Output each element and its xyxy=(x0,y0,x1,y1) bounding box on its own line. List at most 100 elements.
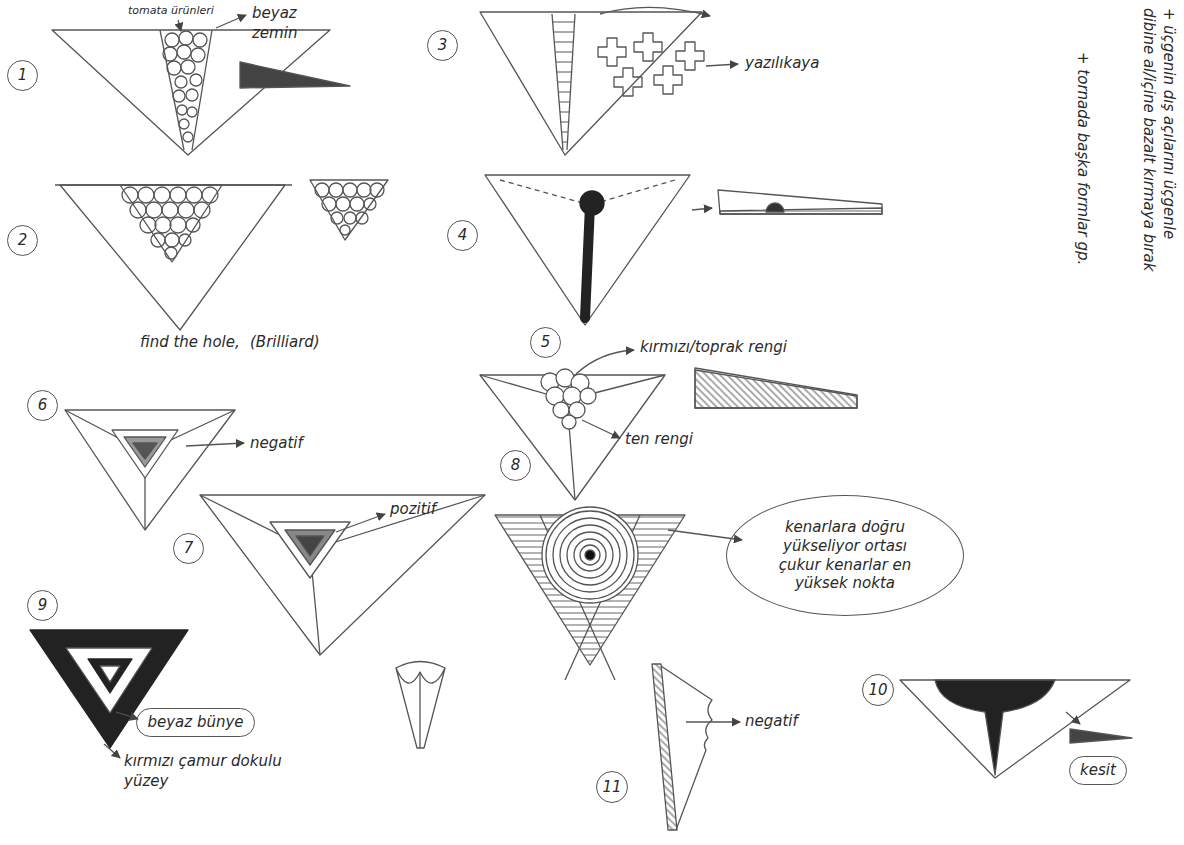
triangle-sketch-3-stroke xyxy=(706,64,738,66)
triangle-sketch-1-stroke xyxy=(178,20,181,31)
triangle-sketch-2-stroke xyxy=(162,202,178,218)
triangle-sketch-1 xyxy=(52,15,350,155)
callout-number: 5 xyxy=(530,327,561,358)
callout-number: 8 xyxy=(500,450,531,481)
triangle-sketch-5-stroke xyxy=(562,415,576,429)
triangle-sketch-2 xyxy=(55,180,388,330)
triangle-sketch-1-stroke xyxy=(187,107,197,117)
triangle-sketch-4 xyxy=(485,175,882,325)
triangle-sketch-1-stroke xyxy=(181,60,195,74)
triangle-sketch-3-stroke xyxy=(654,66,682,94)
triangle-sketch-2-stroke xyxy=(122,187,138,203)
triangle-sketch-9 xyxy=(30,630,188,758)
triangle-sketch-8-stroke xyxy=(574,539,606,571)
triangle-sketch-7 xyxy=(200,495,485,655)
triangle-sketch-8-stroke xyxy=(553,518,627,592)
triangle-sketch-2-stroke xyxy=(310,180,388,240)
triangle-sketch-6-stroke xyxy=(112,430,178,478)
callout-number: 2 xyxy=(7,225,38,256)
triangle-sketch-10-stroke xyxy=(1066,712,1080,724)
annotation: (Brilliard) xyxy=(250,333,320,353)
triangle-sketch-6-stroke xyxy=(133,443,157,459)
node-text: 5 xyxy=(541,333,551,352)
annotation: negatif xyxy=(250,434,303,454)
triangle-sketch-10-stroke xyxy=(1070,729,1132,743)
triangle-sketch-6-stroke xyxy=(186,443,244,446)
triangle-sketch-8-stroke xyxy=(585,550,595,560)
section-sketch-11 xyxy=(652,664,740,830)
node-text: 3 xyxy=(438,36,448,55)
triangle-sketch-1-stroke xyxy=(173,90,185,102)
triangle-sketch-2-stroke xyxy=(340,225,350,235)
triangle-sketch-9-stroke xyxy=(116,712,138,719)
node-text: beyaz bünye xyxy=(147,713,243,732)
node-text: 7 xyxy=(184,539,194,558)
callout-number: 6 xyxy=(27,390,58,421)
cup-sketch xyxy=(396,662,445,749)
annotation: kırmızı/toprak rengi xyxy=(640,338,787,358)
triangle-sketch-1-stroke xyxy=(165,33,179,47)
triangle-sketch-8 xyxy=(495,507,742,680)
triangle-sketch-2-stroke xyxy=(350,197,364,211)
node-text: 1 xyxy=(18,66,28,85)
triangle-sketch-6-stroke xyxy=(65,410,235,530)
triangle-sketch-10-stroke xyxy=(935,680,1055,775)
triangle-sketch-1-stroke xyxy=(177,105,187,115)
triangle-sketch-2-stroke xyxy=(165,247,177,259)
triangle-sketch-1-stroke xyxy=(191,48,205,62)
triangle-sketch-2-stroke xyxy=(146,202,162,218)
triangle-sketch-9-stroke xyxy=(66,648,152,713)
circled-note: beyaz bünye xyxy=(136,708,255,737)
triangle-sketch-2-stroke xyxy=(165,233,179,247)
triangle-sketch-2-stroke xyxy=(120,185,222,262)
triangle-sketch-3-stroke xyxy=(614,68,642,96)
node-text: 10 xyxy=(868,681,887,700)
annotation: kırmızı çamur dokulu yüzey xyxy=(124,752,289,791)
triangle-sketch-7-stroke xyxy=(285,530,335,565)
section-sketch-11-stroke xyxy=(652,664,677,830)
triangle-sketch-2-stroke xyxy=(60,185,285,330)
section-sketch-11-stroke xyxy=(661,666,712,830)
triangle-sketch-8-stroke xyxy=(546,511,634,599)
annotation: yazılıkaya xyxy=(745,54,819,74)
triangle-sketch-3-stroke xyxy=(598,38,626,66)
triangle-sketch-4-stroke xyxy=(485,175,690,325)
triangle-sketch-1-stroke xyxy=(163,47,177,61)
triangle-sketch-2-stroke xyxy=(140,217,156,233)
triangle-sketch-5-stroke xyxy=(695,370,857,408)
callout-number: 11 xyxy=(596,771,628,803)
triangle-sketch-5-stroke xyxy=(582,420,620,438)
triangle-sketch-2-stroke xyxy=(179,234,191,246)
triangle-sketch-1-stroke xyxy=(175,76,187,88)
triangle-sketch-2-stroke xyxy=(357,183,371,197)
triangle-sketch-8-stroke xyxy=(567,532,613,578)
triangle-sketch-5-stroke xyxy=(695,368,857,408)
triangle-sketch-2-stroke xyxy=(170,217,186,233)
section-sketch-11-stroke xyxy=(686,721,740,722)
triangle-sketch-3 xyxy=(480,7,738,155)
triangle-sketch-2-stroke xyxy=(186,218,200,232)
triangle-sketch-1-stroke xyxy=(216,15,246,28)
triangle-sketch-4-stroke xyxy=(500,180,590,205)
node-text: 11 xyxy=(602,778,621,797)
annotation: pozitif xyxy=(390,500,436,520)
node-text: 9 xyxy=(38,596,48,615)
callout-number: 3 xyxy=(427,30,458,61)
annotation: find the hole, xyxy=(140,333,240,353)
triangle-sketch-2-stroke xyxy=(154,187,170,203)
triangle-sketch-1-stroke xyxy=(160,30,184,150)
triangle-sketch-4-stroke xyxy=(692,208,712,210)
triangle-sketch-8-stroke xyxy=(560,525,620,585)
triangle-sketch-3-stroke xyxy=(553,22,575,142)
margin-note: + tornada başka formlar gp. xyxy=(1073,52,1093,342)
triangle-sketch-5 xyxy=(480,350,857,500)
triangle-sketch-3-stroke xyxy=(600,7,710,16)
triangle-sketch-2-stroke xyxy=(315,183,329,197)
triangle-sketch-1-stroke xyxy=(186,89,198,101)
margin-note: + üçgenin dış açılarını üçgenle dibine a… xyxy=(1139,8,1178,283)
triangle-sketch-9-stroke xyxy=(104,744,120,758)
triangle-sketch-2-stroke xyxy=(155,217,171,233)
triangle-sketch-9-stroke xyxy=(100,666,120,682)
triangle-sketch-2-stroke xyxy=(186,187,202,203)
